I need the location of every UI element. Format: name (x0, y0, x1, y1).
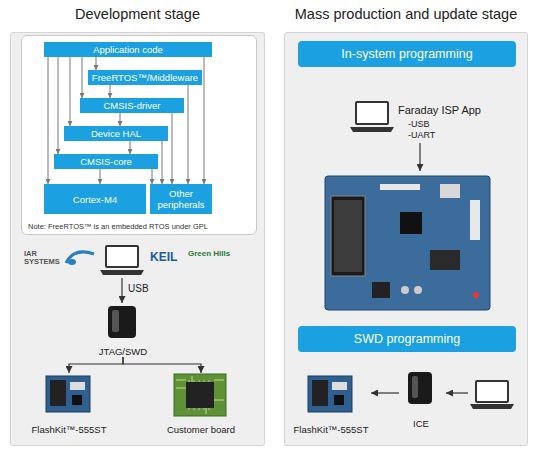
board-screen (50, 380, 66, 406)
flow-connector (69, 357, 123, 373)
board-chip (72, 395, 82, 405)
board-button (414, 286, 422, 294)
layer-dependency-arrow (188, 85, 189, 184)
device-name: FlashKit™-555ST (279, 424, 383, 435)
board-chip (400, 212, 422, 234)
layer-dependency-arrow (130, 141, 131, 154)
swd-arrow (446, 392, 468, 393)
board-connector (70, 382, 85, 390)
pin-header (470, 200, 480, 240)
layer-dependency-arrow (96, 57, 97, 70)
device-name: JTAG/SWD (81, 346, 165, 357)
laptop-base (350, 127, 394, 132)
layer-dependency-arrow (58, 57, 59, 154)
debugger-highlight (112, 310, 119, 332)
layer-name: CMSIS-core (80, 156, 132, 167)
layer-dependency-arrow (110, 85, 111, 98)
pcb-traces (176, 376, 224, 414)
layer-dependency-arrow (48, 57, 49, 184)
laptop-screen (476, 381, 508, 402)
laptop-base (470, 404, 514, 409)
board-connector (332, 382, 347, 390)
layer-name: CMSIS-driver (103, 100, 160, 111)
debugger-body (108, 306, 136, 338)
usb-arrow (121, 278, 122, 303)
board-screen (312, 380, 328, 406)
panel-heading: Development stage (0, 6, 276, 22)
mcu-chip (186, 382, 214, 408)
interface-label: -USB (408, 120, 448, 130)
board-connector (440, 184, 460, 198)
device-name: ICE (387, 418, 455, 429)
board-button (401, 286, 409, 294)
ice-highlight (412, 376, 418, 398)
layer-dependency-arrow (120, 113, 121, 126)
device-name: Customer board (149, 424, 253, 435)
core-box: Cortex-M4 (44, 184, 146, 214)
layer-dependency-arrow (172, 113, 173, 184)
flow-connector (371, 392, 399, 393)
laptop-screen (106, 246, 138, 267)
layer-dependency-arrow (82, 57, 83, 98)
layer-name: Device HAL (91, 128, 141, 139)
layer-dependency-arrow (204, 57, 205, 184)
layer-name: Other peripherals (150, 188, 212, 210)
vendor-logo: IAR SYSTEMS (24, 250, 64, 267)
layer-dependency-arrow (70, 57, 71, 126)
layer-box: FreeRTOS™/Middleware (88, 70, 202, 85)
layer-dependency-arrow (162, 141, 163, 184)
section-title: SWD programming (354, 332, 460, 346)
note-text: Note: FreeRTOS™ is an embedded RTOS unde… (28, 222, 208, 231)
customer-pcb (174, 374, 226, 416)
vendor-logo: Green Hills (188, 250, 234, 259)
vendor-logo: KEIL (150, 251, 186, 264)
section-band: SWD programming (298, 326, 516, 352)
board-chip (334, 395, 344, 405)
ice-body (408, 372, 432, 404)
peripheral-box: Other peripherals (150, 184, 212, 214)
tool-name: Faraday ISP App (398, 104, 498, 116)
board-module (430, 250, 460, 270)
layer-box: CMSIS-core (54, 154, 158, 169)
section-band: In-system programming (298, 41, 516, 67)
oled-display (372, 282, 390, 298)
layer-box: Device HAL (64, 126, 168, 141)
board-pcb (46, 376, 90, 412)
panel-heading: Mass production and update stage (273, 6, 535, 22)
board-pcb (308, 376, 352, 412)
board-led (473, 292, 479, 298)
device-name: FlashKit™-555ST (17, 424, 121, 435)
section-title: In-system programming (341, 47, 472, 61)
layer-name: FreeRTOS™/Middleware (92, 72, 198, 83)
laptop-base (100, 270, 144, 275)
layer-name: Application code (93, 44, 163, 55)
layer-box: Application code (44, 42, 212, 57)
layer-name: Cortex-M4 (73, 194, 117, 205)
isp-arrow (419, 143, 420, 171)
interface-label: -UART (408, 131, 448, 141)
laptop-screen (356, 102, 388, 124)
lcd-panel (334, 200, 362, 272)
pin-header (380, 184, 420, 190)
evaluation-board (325, 176, 490, 310)
layer-dependency-arrow (152, 169, 153, 184)
layer-dependency-arrow (100, 169, 101, 184)
architecture-box: Note: FreeRTOS™ is an embedded RTOS unde… (21, 35, 257, 235)
layer-box: CMSIS-driver (80, 98, 184, 113)
logo-dot (68, 259, 76, 265)
interface-label: USB (128, 283, 158, 294)
flow-connector (123, 357, 201, 373)
chip-pins (189, 380, 209, 410)
lcd-frame (331, 196, 365, 276)
